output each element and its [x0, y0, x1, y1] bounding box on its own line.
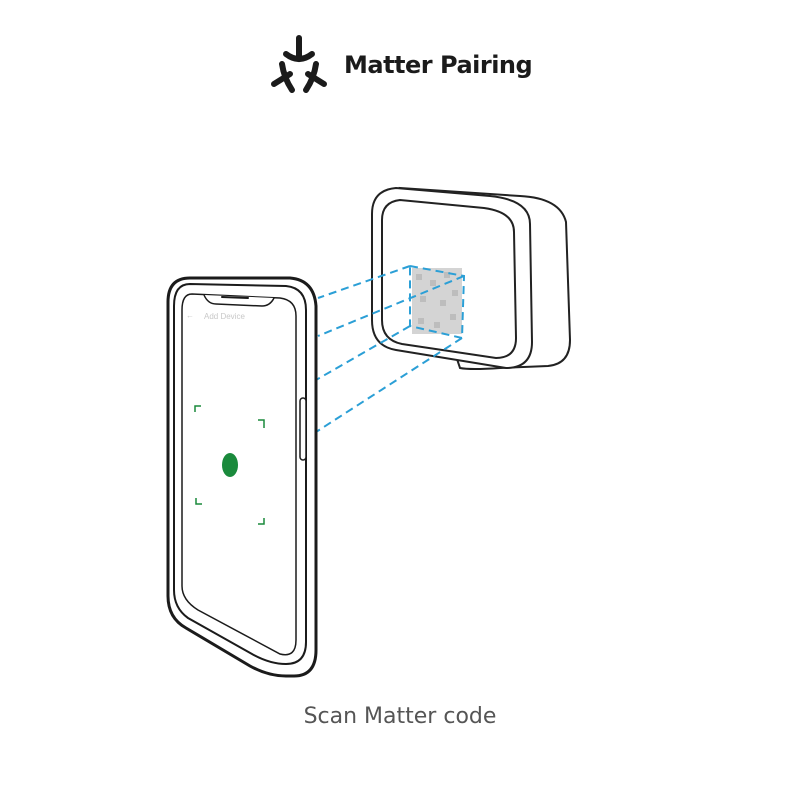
page-title: Matter Pairing	[344, 51, 533, 79]
caption: Scan Matter code	[303, 704, 497, 729]
back-icon: ←	[186, 311, 194, 320]
phone: ← Add Device	[166, 276, 318, 678]
matter-logo-icon	[271, 35, 327, 93]
scan-lines	[315, 264, 466, 433]
matter-device	[371, 186, 572, 370]
screen-title: Add Device	[204, 312, 245, 321]
scan-frame	[194, 405, 265, 525]
scan-indicator	[222, 453, 238, 477]
matter-qr-code	[412, 268, 462, 334]
header: Matter Pairing	[268, 34, 533, 96]
